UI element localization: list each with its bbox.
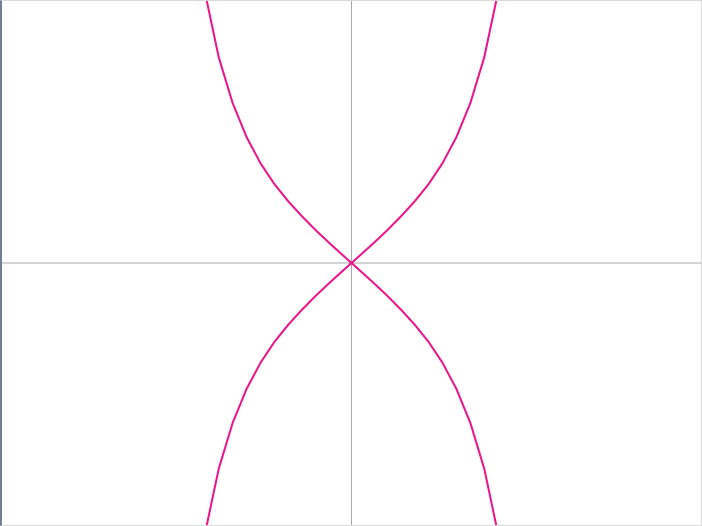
series-line-2 (205, 0, 498, 526)
series-layer (205, 0, 498, 526)
